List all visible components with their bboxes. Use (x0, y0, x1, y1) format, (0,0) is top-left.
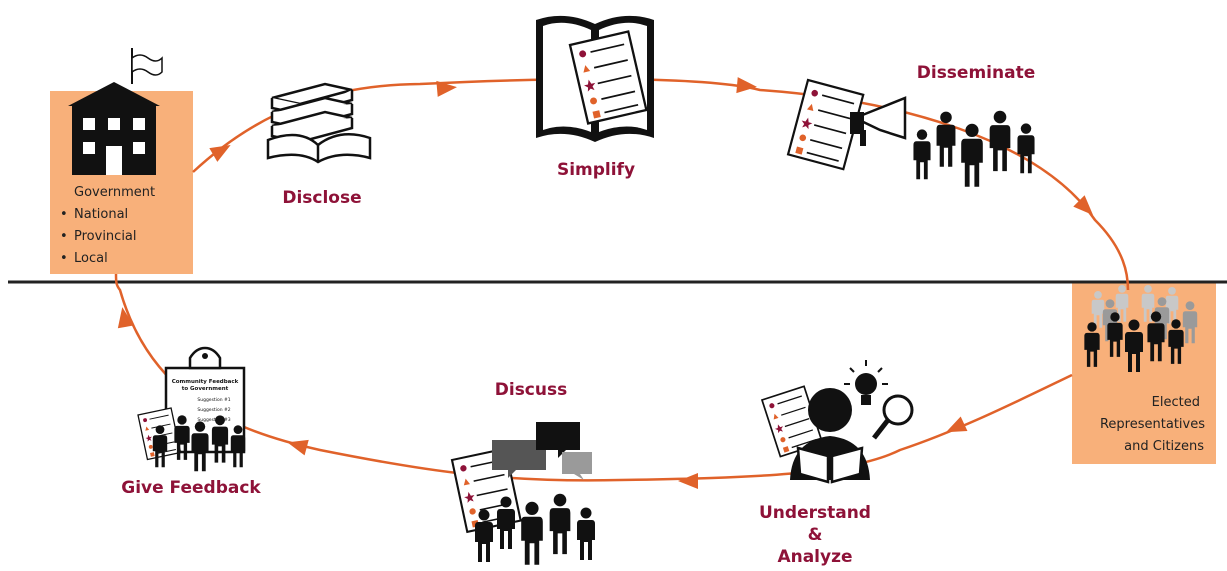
step-label-understand: Understand (759, 503, 871, 523)
feedback-item: Suggestion #1 (197, 397, 230, 403)
arrow-head (117, 307, 134, 329)
books-icon (270, 82, 354, 144)
open-book-icon (266, 133, 372, 164)
feedback-board-title-2: to Government (182, 386, 229, 392)
people-group-icon (913, 110, 1035, 187)
government-level-bullet: • (60, 251, 68, 266)
step-label-analyze: Analyze (777, 547, 852, 567)
arrow-head (945, 416, 968, 433)
arrow-head (209, 145, 231, 162)
citizens-label-line2: Representatives (1100, 417, 1205, 432)
arrow-head (736, 77, 757, 94)
magnifier-icon (872, 394, 914, 440)
arrow-head (678, 473, 698, 489)
step-label-discuss: Discuss (495, 380, 567, 400)
feedback-item: Suggestion #3 (197, 417, 230, 423)
feedback-board-title-1: Community Feedback (172, 379, 239, 385)
arrow-head (436, 80, 457, 97)
government-level-local: Local (74, 251, 108, 266)
government-level-bullet: • (60, 229, 68, 244)
building-icon (68, 82, 160, 175)
arrow-head (1073, 195, 1094, 216)
flag-icon (131, 48, 163, 84)
step-label-ampersand: & (808, 525, 823, 545)
step-label-give-feedback: Give Feedback (121, 478, 261, 498)
step-label-disseminate: Disseminate (917, 63, 1035, 83)
citizens-label-line3: and Citizens (1124, 439, 1204, 454)
speech-bubbles-icon (492, 422, 592, 480)
arrow-head (287, 439, 309, 456)
step-label-simplify: Simplify (557, 160, 635, 180)
citizens-label-line1: Elected (1152, 395, 1200, 410)
government-level-bullet: • (60, 207, 68, 222)
government-level-provincial: Provincial (74, 229, 137, 244)
government-level-national: National (74, 207, 128, 222)
feedback-item: Suggestion #2 (197, 407, 230, 413)
lightbulb-icon (844, 360, 888, 405)
government-title: Government (74, 185, 155, 200)
reader-icon (790, 388, 870, 484)
megaphone-icon (850, 96, 907, 146)
step-label-disclose: Disclose (282, 188, 361, 208)
